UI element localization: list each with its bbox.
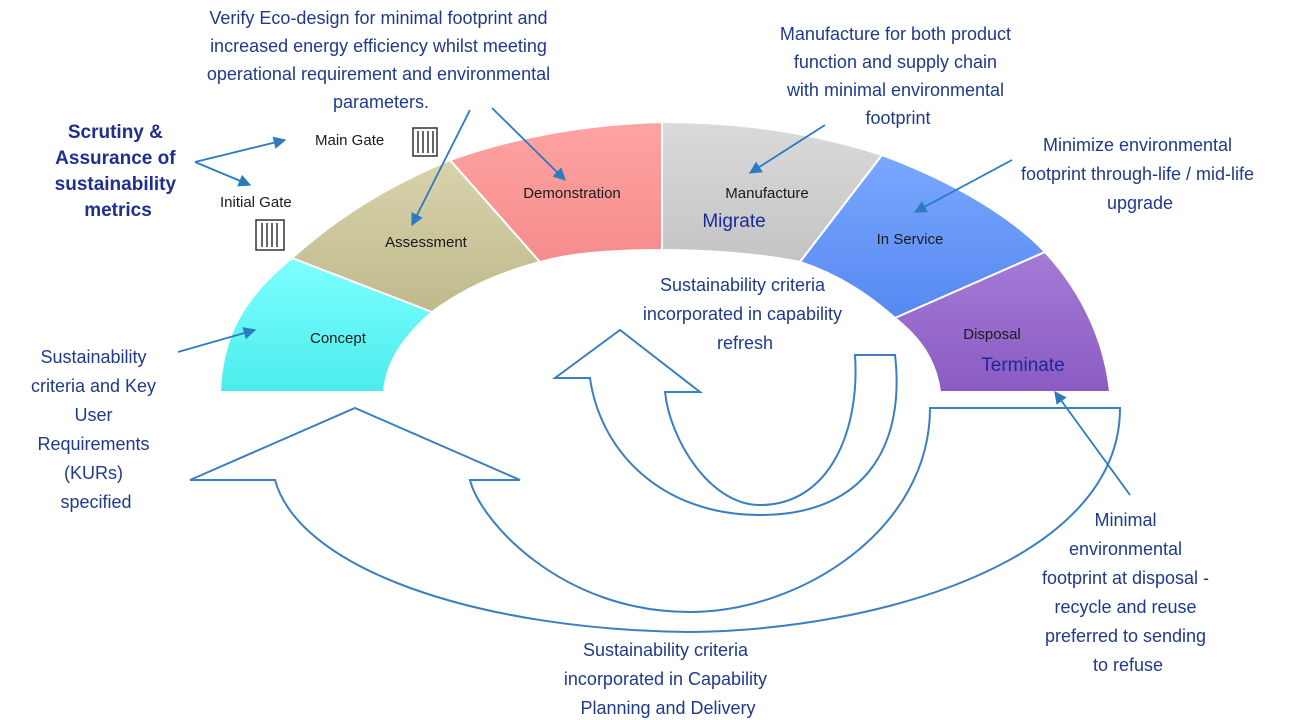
label-assessment: Assessment [385,234,468,251]
annotation-scrutiny: Scrutiny & Assurance of sustainability m… [55,122,182,221]
arrow-to-concept [177,327,257,353]
capability-planning-arrow [189,406,1122,634]
main-gate-label: Main Gate [315,132,384,149]
label-concept: Concept [310,330,367,347]
annotation-criteria-kurs: Sustainability criteria and Key User Req… [31,347,161,512]
initial-gate-icon [255,219,285,251]
main-gate-icon [412,127,438,157]
annotation-disposal: Minimal environmental footprint at dispo… [1042,510,1214,675]
arrow-to-demonstration [491,107,566,181]
arrow-to-assessment [411,109,471,227]
annotation-verify-eco-design: Verify Eco-design for minimal footprint … [207,8,555,112]
initial-gate-label: Initial Gate [220,194,292,211]
annotation-capability-refresh: Sustainability criteria incorporated in … [643,275,847,353]
label-migrate: Migrate [702,211,765,232]
capability-refresh-arrow [551,328,898,517]
label-demonstration: Demonstration [523,185,621,202]
arrow-to-terminate [1054,390,1131,496]
annotation-capability-planning: Sustainability criteria incorporated in … [564,640,772,718]
arrow-to-in-service [913,159,1013,213]
annotation-minimize: Minimize environmental footprint through… [1021,135,1259,213]
label-manufacture: Manufacture [725,185,808,202]
pointer-arrows [177,107,1131,496]
label-disposal: Disposal [963,326,1021,343]
arrow-to-initial-gate [194,161,252,187]
label-in-service: In Service [877,231,944,248]
label-terminate: Terminate [981,355,1064,376]
arrow-to-main-gate [194,136,287,163]
segment-disposal [893,250,1112,393]
arrow-to-manufacture [748,124,826,174]
annotation-manufacture: Manufacture for both product function an… [780,24,1016,128]
